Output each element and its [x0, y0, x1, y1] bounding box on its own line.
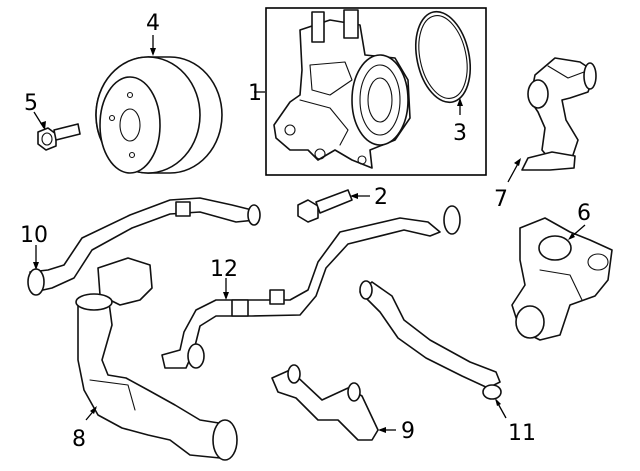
callout-7: 7	[494, 187, 508, 212]
lower-hose-assembly	[75, 257, 238, 461]
bypass-hose	[271, 364, 379, 441]
bolt-small	[37, 123, 81, 151]
callout-8: 8	[72, 427, 86, 452]
callout-12: 12	[210, 257, 238, 282]
coolant-pipe-upper	[27, 197, 261, 296]
pump-gasket	[415, 10, 471, 104]
callout-11: 11	[508, 421, 536, 446]
pump-assembly-box	[265, 7, 487, 176]
callout-9: 9	[401, 419, 415, 444]
callout-5: 5	[24, 91, 38, 116]
pump-pulley	[95, 56, 223, 174]
thermostat-housing	[511, 217, 613, 341]
callout-10: 10	[20, 223, 48, 248]
callout-2: 2	[374, 185, 388, 210]
callout-4: 4	[146, 11, 160, 36]
upper-coolant-hose	[521, 57, 597, 171]
callout-1: 1	[248, 81, 262, 106]
bolt-long	[297, 189, 353, 223]
callout-3: 3	[453, 121, 467, 146]
water-pump	[273, 9, 411, 169]
leader-lines	[33, 35, 586, 433]
callout-6: 6	[577, 201, 591, 226]
coolant-pipe-middle	[161, 205, 461, 369]
coolant-pipe-small	[359, 280, 502, 400]
